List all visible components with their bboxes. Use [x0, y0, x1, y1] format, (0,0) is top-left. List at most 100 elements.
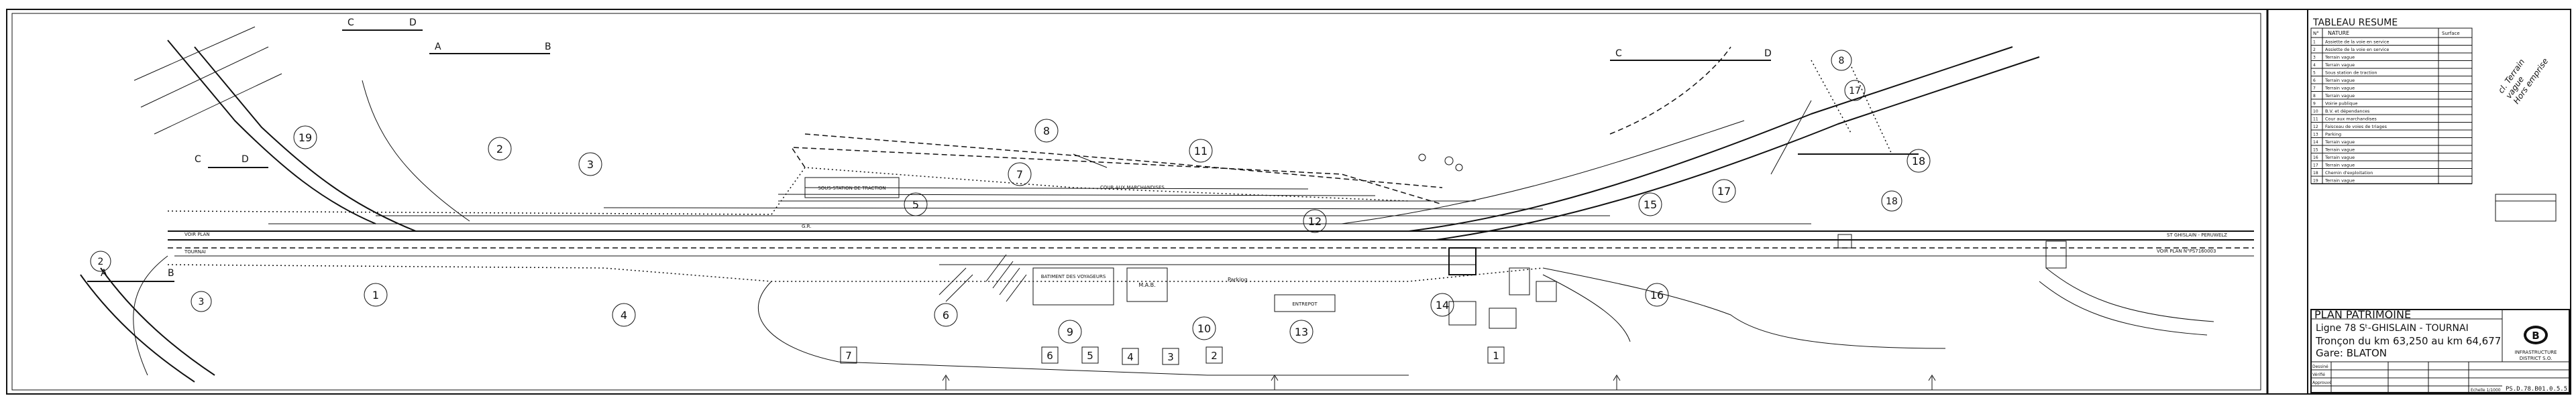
- svg-text:Terrain vague: Terrain vague: [2324, 155, 2355, 160]
- verifie-label: Vérifié: [2312, 373, 2325, 377]
- svg-text:2: 2: [98, 257, 104, 267]
- svg-text:4: 4: [1127, 351, 1134, 363]
- tableau-row: 18 Chemin d'exploitation: [2311, 170, 2472, 177]
- zone-circle: 11: [1189, 139, 1213, 163]
- zone-number: 16: [1650, 289, 1664, 302]
- svg-text:17: 17: [1849, 86, 1861, 96]
- voir-plan-right: VOIR PLAN N°PS7160003: [2157, 249, 2216, 254]
- zone-circle: 13: [1289, 320, 1313, 344]
- svg-text:8: 8: [1839, 56, 1845, 66]
- svg-text:Terrain vague: Terrain vague: [2324, 147, 2355, 153]
- zone-circle: 8: [1831, 50, 1852, 71]
- svg-text:1: 1: [1493, 350, 1499, 362]
- zone-circle: 7: [1008, 162, 1032, 186]
- zone-number: 3: [587, 158, 594, 171]
- section-letter: D: [409, 17, 417, 28]
- zone-number: 12: [1308, 215, 1322, 228]
- zone-number: 18: [1912, 155, 1925, 168]
- svg-text:cl. TerrainvagueHors emprise: cl. TerrainvagueHors emprise: [2496, 46, 2550, 106]
- section-marker: 6: [1041, 346, 1059, 364]
- tableau-row: 2 Assiette de la voie en service: [2311, 47, 2472, 54]
- zone-number: 6: [943, 309, 949, 322]
- dessine-label: Dessiné: [2312, 364, 2328, 369]
- section-marker: 2: [1205, 346, 1223, 364]
- section-letter: C: [1615, 48, 1622, 59]
- section-letter: C: [347, 17, 354, 28]
- zone-circle: 17: [1844, 80, 1866, 101]
- svg-text:2: 2: [1211, 350, 1218, 362]
- section-marker: 7: [840, 346, 857, 364]
- cour-marchandises-label: COUR AUX MARCHANDISES: [1100, 185, 1165, 190]
- zone-circle: 12: [1303, 209, 1327, 233]
- svg-text:14: 14: [2313, 140, 2318, 145]
- entrepot-label: ENTREPOT: [1292, 302, 1318, 307]
- svg-text:9: 9: [2313, 102, 2316, 107]
- zone-circle: 3: [578, 152, 602, 176]
- zone-number: 5: [912, 198, 919, 211]
- title-block: PLAN PATRIMOINE Ligne 78 Sᵗ-GHISLAIN - T…: [2310, 308, 2570, 393]
- section-letter: A: [101, 268, 107, 279]
- zone-number: 1: [372, 289, 379, 302]
- approuve-label: Approuvé: [2312, 381, 2332, 385]
- plan-gare: Gare: BLATON: [2316, 347, 2387, 359]
- batiment-voyageurs-label: BATIMENT DES VOYAGEURS: [1041, 274, 1106, 279]
- svg-text:3: 3: [199, 297, 205, 308]
- svg-text:12: 12: [2313, 125, 2318, 129]
- svg-text:2: 2: [2313, 48, 2316, 52]
- zone-circle: 19: [293, 125, 317, 149]
- section-letter: C: [195, 154, 201, 165]
- bottom-ticks: [942, 375, 1936, 390]
- svg-text:Chemin d'exploitation: Chemin d'exploitation: [2325, 170, 2373, 176]
- section-marker: 1: [1487, 346, 1505, 364]
- section-letter: D: [241, 154, 249, 165]
- zone-circle: 14: [1430, 293, 1454, 317]
- zone-number: 14: [1436, 299, 1449, 312]
- zone-circle: 1: [364, 283, 388, 307]
- sous-station-label: SOUS-STATION DE TRACTION: [818, 186, 885, 191]
- side-stamp: cl. TerrainvagueHors emprise: [2496, 46, 2550, 106]
- tableau-row: 12 Faisceau de voies de triages: [2311, 124, 2472, 131]
- svg-text:8: 8: [2313, 94, 2316, 98]
- svg-text:Assiette de la voie en service: Assiette de la voie en service: [2325, 47, 2389, 52]
- tableau-row: 11 Cour aux marchandises: [2311, 117, 2472, 123]
- zone-circle: 17: [1712, 179, 1736, 203]
- zone-number: 15: [1644, 198, 1657, 211]
- plan-title: PLAN PATRIMOINE: [2314, 308, 2411, 321]
- gr-label: G.R.: [802, 224, 812, 229]
- logo-letter: B: [2532, 330, 2539, 342]
- svg-text:Cour aux marchandises: Cour aux marchandises: [2325, 117, 2377, 122]
- svg-text:1: 1: [2313, 40, 2316, 45]
- svg-text:Terrain vague: Terrain vague: [2324, 86, 2355, 91]
- parking-label: Parking: [1228, 277, 1248, 283]
- svg-text:3: 3: [2313, 56, 2316, 60]
- zone-circle: 4: [612, 303, 636, 327]
- svg-text:Faisceau de voies de triages: Faisceau de voies de triages: [2325, 124, 2387, 129]
- zone-circle: 18: [1907, 149, 1931, 173]
- track-plan: [80, 26, 2254, 383]
- svg-text:11: 11: [2313, 117, 2318, 122]
- zone-circle: 18: [1881, 190, 1902, 212]
- section-letter: B: [168, 268, 174, 279]
- buildings: SOUS-STATION DE TRACTION BATIMENT DES VO…: [804, 153, 2067, 329]
- zone-circle: 16: [1645, 283, 1669, 307]
- svg-text:18: 18: [1886, 196, 1898, 207]
- svg-text:18: 18: [2313, 171, 2318, 176]
- zone-number: 13: [1295, 326, 1308, 338]
- svg-text:5: 5: [2313, 71, 2316, 76]
- zone-circle: 10: [1192, 316, 1216, 340]
- tableau-title: TABLEAU RESUME: [2312, 17, 2398, 28]
- svg-text:7: 7: [2313, 86, 2316, 91]
